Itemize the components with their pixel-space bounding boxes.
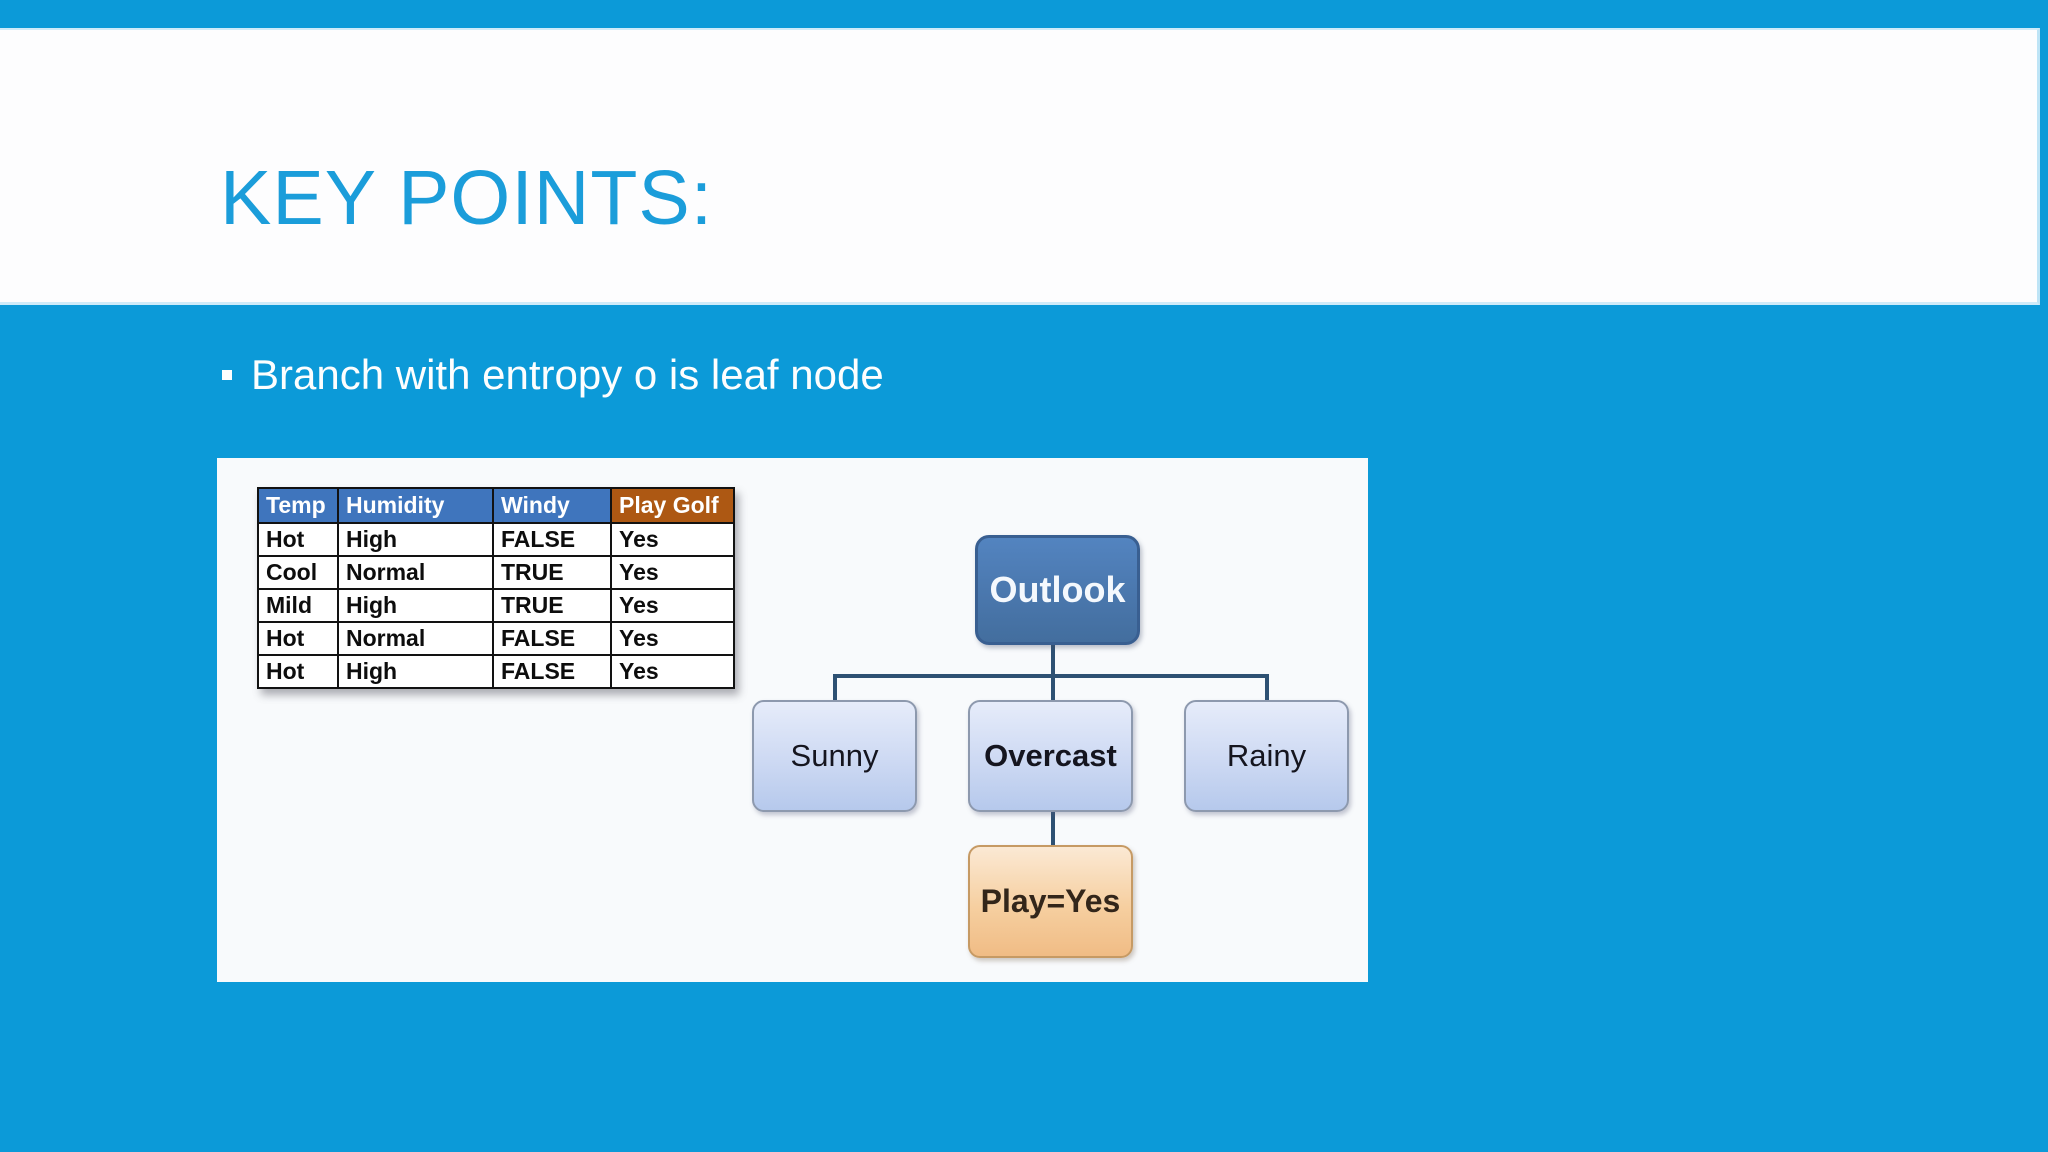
decision-tree-figure: Temp Humidity Windy Play Golf Hot High F… [217, 458, 1368, 982]
table-header-temp: Temp [257, 487, 339, 524]
table-cell: High [337, 654, 494, 689]
table-header-row: Temp Humidity Windy Play Golf [257, 487, 735, 524]
bullet-item: Branch with entropy o is leaf node [222, 349, 884, 401]
tree-node-label: Outlook [989, 569, 1126, 610]
table-cell: Yes [610, 555, 735, 590]
bullet-square-icon [222, 370, 232, 380]
table-header-humidity: Humidity [337, 487, 494, 524]
table-cell: Hot [257, 522, 339, 557]
table-cell: FALSE [492, 654, 612, 689]
connector-root-to-bar [1051, 645, 1055, 700]
connector-bar-to-sunny [833, 674, 837, 700]
table-cell: Cool [257, 555, 339, 590]
tree-node-label: Overcast [984, 738, 1117, 773]
table-cell: High [337, 588, 494, 623]
tree-node-rainy: Rainy [1184, 700, 1349, 812]
slide-title: KEY POINTS: [220, 155, 714, 241]
table-cell: High [337, 522, 494, 557]
connector-bar-to-rainy [1265, 674, 1269, 700]
table-cell: Yes [610, 588, 735, 623]
table-row: Hot High FALSE Yes [257, 522, 735, 557]
table-cell: Hot [257, 654, 339, 689]
table-row: Mild High TRUE Yes [257, 588, 735, 623]
table-header-windy: Windy [492, 487, 612, 524]
table-row: Hot Normal FALSE Yes [257, 621, 735, 656]
table-cell: Yes [610, 621, 735, 656]
table-row: Cool Normal TRUE Yes [257, 555, 735, 590]
connector-overcast-to-leaf [1051, 812, 1055, 845]
table-cell: TRUE [492, 588, 612, 623]
table-cell: FALSE [492, 522, 612, 557]
table-cell: Normal [337, 555, 494, 590]
slide-title-band: KEY POINTS: [0, 28, 2040, 305]
tree-node-overcast: Overcast [968, 700, 1133, 812]
table-cell: Mild [257, 588, 339, 623]
tree-node-sunny: Sunny [752, 700, 917, 812]
slide-top-accent-bar [0, 0, 2048, 28]
connector-horizontal-bar [833, 674, 1269, 678]
table-cell: FALSE [492, 621, 612, 656]
play-golf-table: Temp Humidity Windy Play Golf Hot High F… [257, 487, 735, 689]
table-cell: Normal [337, 621, 494, 656]
tree-node-label: Rainy [1226, 738, 1307, 773]
table-cell: Hot [257, 621, 339, 656]
table-header-play-golf: Play Golf [610, 487, 735, 524]
tree-node-label: Play=Yes [980, 883, 1121, 919]
tree-node-label: Sunny [790, 738, 879, 773]
tree-node-outlook: Outlook [975, 535, 1140, 645]
table-cell: Yes [610, 522, 735, 557]
table-cell: Yes [610, 654, 735, 689]
bullet-text: Branch with entropy o is leaf node [251, 351, 884, 398]
tree-node-play-yes: Play=Yes [968, 845, 1133, 958]
table-row: Hot High FALSE Yes [257, 654, 735, 689]
table-cell: TRUE [492, 555, 612, 590]
